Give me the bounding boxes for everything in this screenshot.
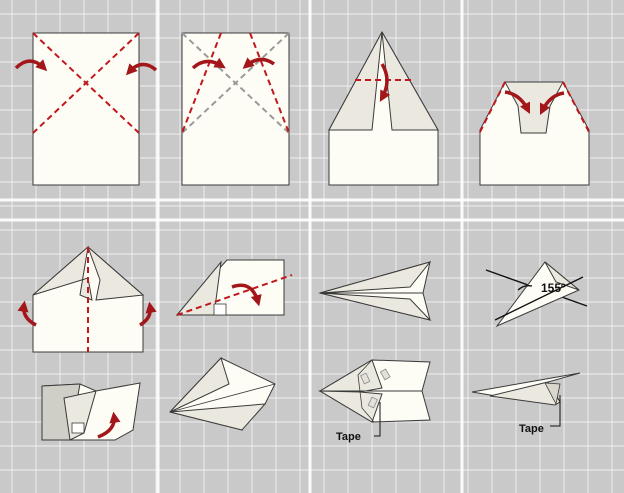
angle-arc bbox=[517, 285, 533, 291]
step-12: Tape bbox=[471, 372, 581, 435]
angle-label: 155º bbox=[541, 281, 566, 295]
step-11: Tape bbox=[318, 359, 431, 443]
fold-line bbox=[176, 274, 293, 316]
tape-leader-line bbox=[374, 402, 381, 437]
tape-leader-line bbox=[550, 395, 561, 427]
angle-line-2 bbox=[494, 276, 584, 321]
fold-arrow-left bbox=[504, 90, 531, 115]
fold-arrow-right bbox=[242, 57, 276, 69]
step-10 bbox=[169, 357, 276, 431]
diagonal-fold-lines bbox=[32, 32, 140, 134]
step-2 bbox=[181, 32, 290, 186]
fold-arrow-right bbox=[139, 301, 157, 327]
fold-arrow-left bbox=[191, 57, 226, 70]
tape-label: Tape bbox=[336, 431, 361, 443]
tape-label: Tape bbox=[519, 423, 544, 435]
step-3 bbox=[328, 30, 439, 186]
fold-lines bbox=[181, 32, 290, 134]
step-1 bbox=[14, 32, 158, 186]
fold-arrow bbox=[231, 283, 262, 307]
fold-arrow-down bbox=[379, 63, 391, 102]
step-8: 155º bbox=[485, 261, 588, 328]
guide-lines bbox=[181, 32, 290, 134]
step-7 bbox=[318, 261, 432, 321]
step-6 bbox=[175, 259, 293, 316]
fold-arrow-left bbox=[17, 300, 37, 327]
fold-arrow-left bbox=[14, 59, 48, 72]
tape-strips bbox=[360, 368, 391, 409]
fold-arrow bbox=[97, 411, 121, 439]
fold-arrow-right bbox=[539, 91, 565, 116]
fold-arrow-right bbox=[125, 62, 158, 76]
step-9 bbox=[41, 382, 141, 441]
step-5 bbox=[17, 245, 157, 353]
step-4 bbox=[479, 81, 590, 186]
